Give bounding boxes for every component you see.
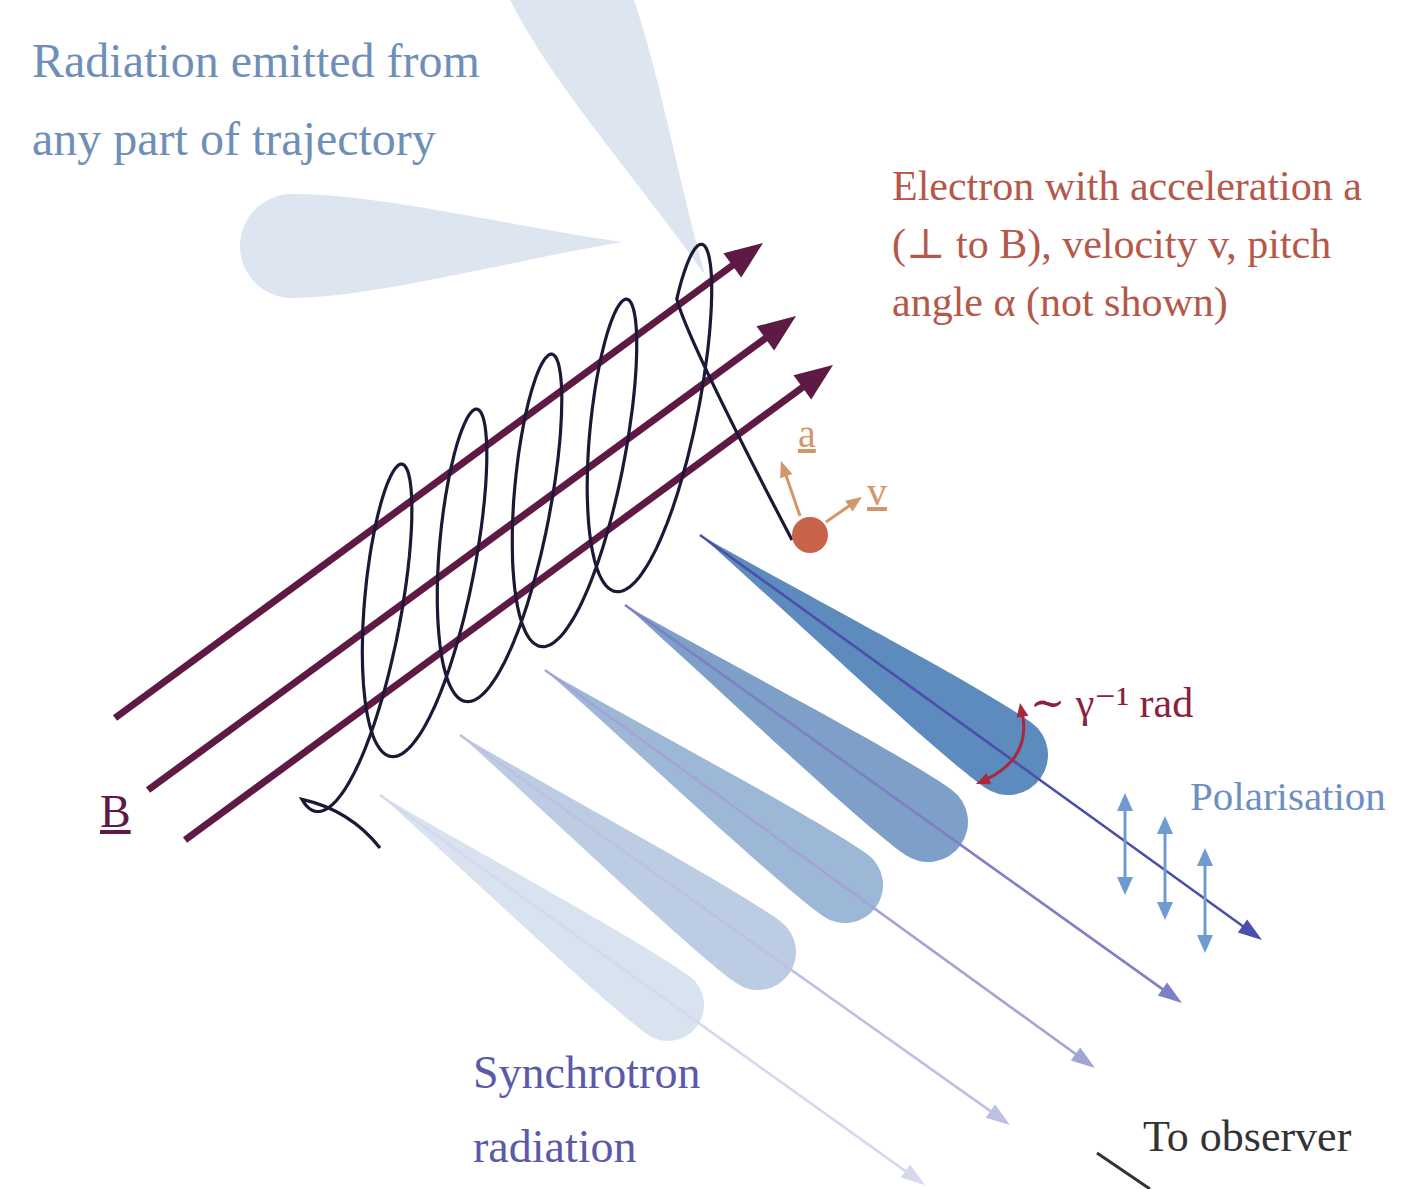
- vector-label: v: [867, 466, 887, 518]
- arrow-head: [901, 1165, 925, 1185]
- arrow-line: [380, 795, 909, 1174]
- arrow-head: [1017, 703, 1029, 718]
- arrow-head: [1157, 902, 1173, 920]
- leader-line: [1097, 1153, 1150, 1189]
- vector-label: a: [798, 408, 816, 460]
- note-label: Radiation emitted from any part of traje…: [32, 22, 552, 178]
- arrow-head: [1197, 935, 1213, 953]
- arrow-line: [1124, 807, 1127, 880]
- helix-trajectory: [302, 244, 792, 848]
- arrow-head: [1117, 877, 1133, 895]
- arrow-line: [625, 605, 1166, 992]
- electron-label: Electron with acceleration a (⊥ to B), v…: [892, 157, 1422, 331]
- arrow-line: [826, 504, 851, 522]
- electron-helix: [302, 244, 792, 848]
- synchrotron-label: Synchrotron radiation: [473, 1036, 773, 1184]
- electron-dot: [792, 517, 828, 553]
- observer-label: To observer: [1143, 1108, 1351, 1165]
- arrow-head: [1117, 793, 1133, 811]
- arrow-head: [1158, 983, 1182, 1003]
- arrow-head: [1197, 848, 1213, 866]
- arrow-head: [793, 365, 833, 400]
- arrow-head: [756, 316, 796, 351]
- arrow-line: [785, 473, 800, 516]
- annotations: [780, 461, 1213, 953]
- arrow-line: [1204, 862, 1207, 938]
- arrow-head: [723, 243, 763, 278]
- arrow-head: [780, 461, 792, 478]
- angle-label: ∼ γ⁻¹ rad: [1030, 676, 1193, 731]
- beam-arrows: [380, 535, 1262, 1185]
- arrow-line: [115, 261, 738, 718]
- arrow-line: [148, 334, 771, 790]
- arrow-line: [700, 535, 1246, 929]
- arrow-head: [1238, 919, 1262, 940]
- field-label: B: [100, 782, 131, 842]
- arrow-head: [845, 497, 862, 511]
- arrow-line: [185, 383, 808, 840]
- arrow-line: [545, 670, 1079, 1057]
- arrow-head: [986, 1105, 1010, 1125]
- polarisation-label: Polarisation: [1190, 770, 1386, 823]
- arrow-line: [1164, 830, 1167, 905]
- arrow-head: [1071, 1047, 1095, 1068]
- angle-arc: [985, 712, 1024, 780]
- arrow-head: [1157, 816, 1173, 834]
- field-lines: [115, 243, 833, 840]
- arrow-head: [976, 773, 991, 784]
- radiation-lobe: [239, 190, 622, 299]
